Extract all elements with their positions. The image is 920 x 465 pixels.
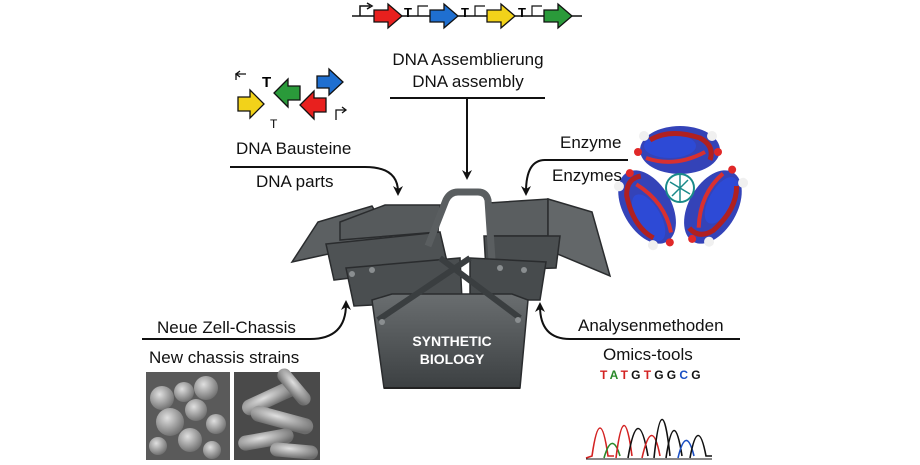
toolbox-label-line-2: BIOLOGY (420, 351, 485, 367)
dna-assembly-label-en: DNA assembly (412, 72, 524, 91)
green-part-icon (273, 77, 301, 109)
terminator-icon: T (262, 74, 271, 91)
toolbox: SYNTHETIC BIOLOGY (290, 188, 612, 389)
dna-sequence-readout: TATGTGGCG (600, 368, 704, 382)
enzymes-label-en: Enzymes (552, 166, 622, 185)
toolbox-label-line-1: SYNTHETIC (412, 333, 491, 349)
terminator-icon: T (518, 5, 526, 20)
sequence-base: A (609, 368, 621, 382)
red-part-icon (299, 89, 327, 121)
chromatogram (585, 418, 712, 460)
sequence-base: T (600, 368, 610, 382)
methods-label-de: Analysenmethoden (578, 316, 724, 335)
dna-parts-label-de: DNA Bausteine (236, 139, 352, 158)
blue-gene-icon (429, 2, 459, 30)
dna-assembly-label-de: DNA Assemblierung (392, 50, 544, 69)
green-gene-icon (543, 2, 573, 30)
enzymes-label-de: Enzyme (560, 133, 622, 152)
sequence-base: G (654, 368, 667, 382)
dna-assembly-construct: T T T (352, 2, 582, 30)
sequence-base: G (666, 368, 680, 382)
dna-parts-group: T T (234, 67, 348, 131)
dna-parts-label-en: DNA parts (256, 172, 334, 191)
terminator-icon: T (404, 5, 412, 20)
terminator-icon: T (461, 5, 469, 20)
chassis-label-en: New chassis strains (149, 348, 300, 367)
sem-image-left (146, 372, 230, 460)
chassis-label-de: Neue Zell-Chassis (157, 318, 296, 337)
connector-arrows (142, 97, 740, 340)
blue-part-icon (316, 67, 344, 97)
yellow-part-icon (237, 88, 265, 120)
sequence-base: T (643, 368, 655, 382)
methods-label-en: Omics-tools (603, 345, 693, 364)
sequence-base: C (679, 368, 692, 382)
sequence-base: G (691, 368, 704, 382)
sem-image-right (234, 368, 320, 460)
sequence-base: G (631, 368, 644, 382)
sequence-base: T (620, 368, 632, 382)
yellow-gene-icon (486, 2, 516, 30)
enzyme-structure-image (605, 126, 756, 259)
red-gene-icon (373, 2, 403, 30)
terminator-icon: T (270, 117, 278, 131)
